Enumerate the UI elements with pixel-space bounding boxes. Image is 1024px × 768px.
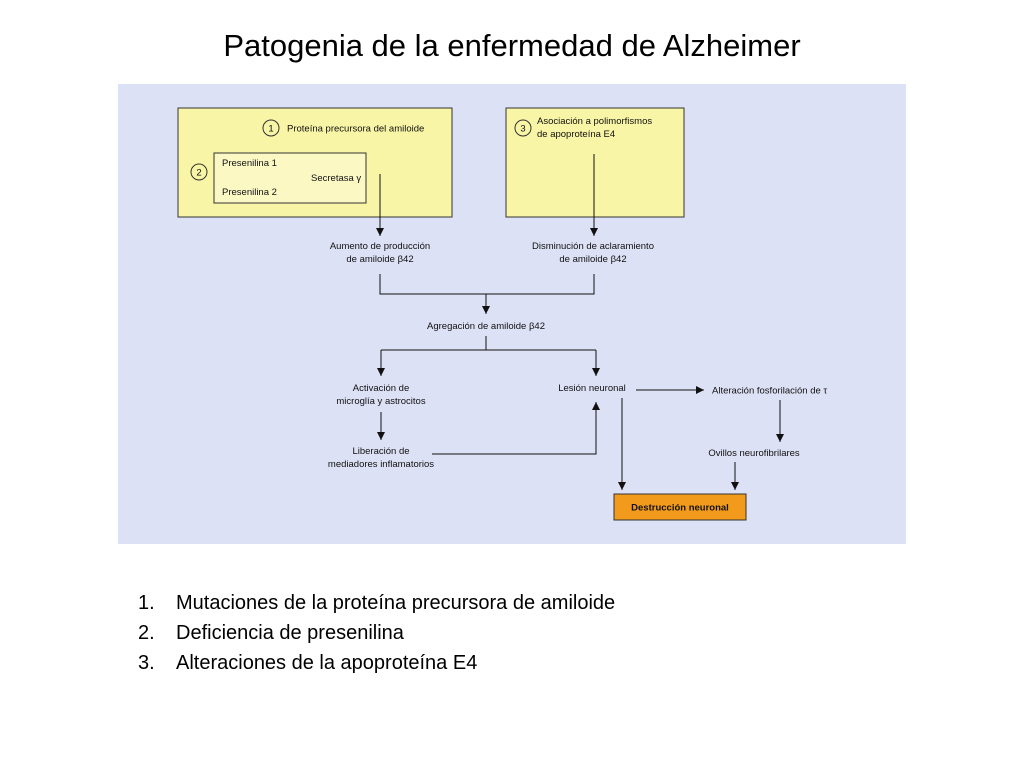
activacion-line1: Activación de bbox=[353, 383, 410, 394]
app-label: Proteína precursora del amiloide bbox=[287, 124, 424, 135]
list-item-text: Alteraciones de la apoproteína E4 bbox=[176, 652, 478, 674]
activacion-line2: microglía y astrocitos bbox=[336, 396, 425, 407]
list-item: 2. Deficiencia de presenilina bbox=[138, 618, 615, 648]
apoe4-label-line2: de apoproteína E4 bbox=[537, 129, 615, 140]
list-item-number: 2. bbox=[138, 622, 155, 644]
badge-2: 2 bbox=[196, 168, 201, 179]
list-item: 1. Mutaciones de la proteína precursora … bbox=[138, 588, 615, 618]
list-item-number: 1. bbox=[138, 592, 155, 614]
alteracion-label: Alteración fosforilación de τ bbox=[712, 386, 827, 397]
liberacion-line1: Liberación de bbox=[352, 446, 409, 457]
liberacion-line2: mediadores inflamatorios bbox=[328, 459, 434, 470]
list-item: 3. Alteraciones de la apoproteína E4 bbox=[138, 648, 615, 678]
merge-connector bbox=[379, 274, 595, 295]
arrow-liberacion-to-lesion bbox=[432, 402, 600, 455]
destruccion-box bbox=[613, 493, 747, 521]
diagram-svg: 1 Proteína precursora del amiloide 2 Pre… bbox=[177, 107, 827, 521]
badge-2-circle bbox=[190, 163, 208, 181]
pathogenesis-diagram: 1 Proteína precursora del amiloide 2 Pre… bbox=[118, 84, 906, 544]
aumento-line2: de amiloide β42 bbox=[346, 254, 413, 265]
slide-title: Patogenia de la enfermedad de Alzheimer bbox=[223, 28, 801, 63]
list-item-text: Mutaciones de la proteína precursora de … bbox=[176, 592, 616, 614]
ovillos-label: Ovillos neurofibrilares bbox=[708, 448, 800, 459]
presenilin-box bbox=[213, 152, 367, 204]
list-item-number: 3. bbox=[138, 652, 155, 674]
presenilina-2-label: Presenilina 2 bbox=[222, 187, 277, 198]
apoe4-label-line1: Asociación a polimorfismos bbox=[537, 116, 652, 127]
aumento-line1: Aumento de producción bbox=[330, 241, 430, 252]
destruccion-label: Destrucción neuronal bbox=[631, 503, 729, 514]
badge-3: 3 bbox=[520, 124, 525, 135]
agregacion-label: Agregación de amiloide β42 bbox=[427, 321, 545, 332]
badge-3-circle bbox=[514, 119, 532, 137]
lesion-label: Lesión neuronal bbox=[558, 383, 626, 394]
badge-1: 1 bbox=[268, 124, 273, 135]
list-item-text: Deficiencia de presenilina bbox=[176, 622, 404, 644]
causes-list: 1. Mutaciones de la proteína precursora … bbox=[138, 588, 615, 678]
secretasa-label: Secretasa γ bbox=[311, 173, 361, 184]
presenilina-1-label: Presenilina 1 bbox=[222, 158, 277, 169]
disminucion-line2: de amiloide β42 bbox=[559, 254, 626, 265]
disminucion-line1: Disminución de aclaramiento bbox=[532, 241, 654, 252]
badge-1-circle bbox=[262, 119, 280, 137]
apoe4-box bbox=[505, 107, 685, 218]
